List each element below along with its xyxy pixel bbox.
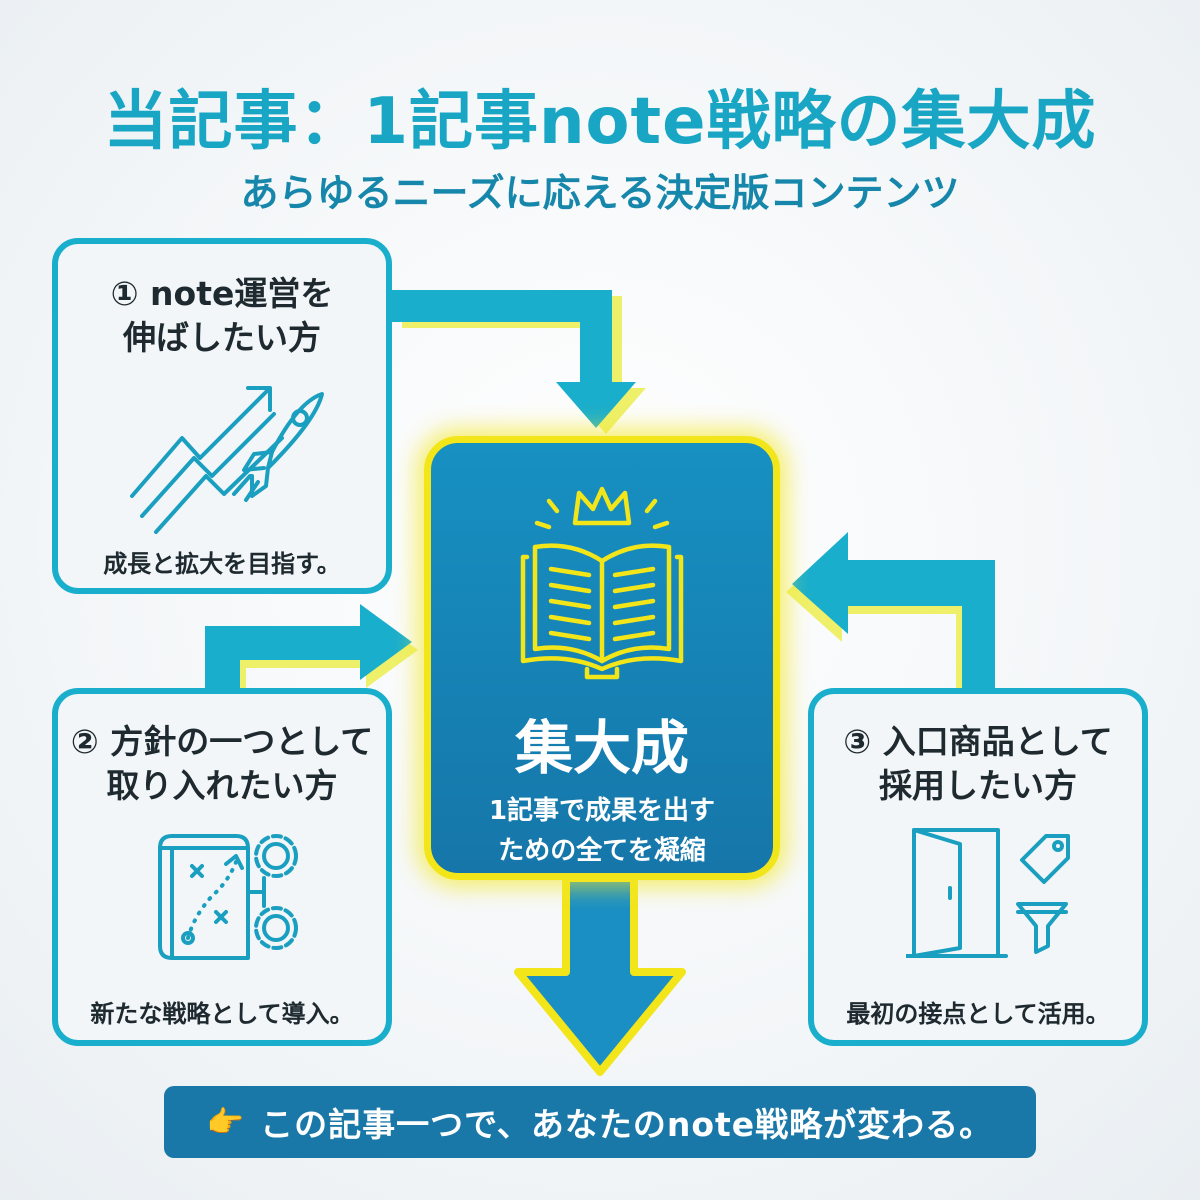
audience-card-1: ① note運営を 伸ばしたい方 成長と拡大を目指す。 [52, 238, 392, 594]
pointing-hand-icon: 👉 [206, 1104, 245, 1140]
card-description: 成長と拡大を目指す。 [103, 550, 341, 578]
card-title-line: 伸ばしたい方 [123, 318, 321, 357]
card-description: 最初の接点として活用。 [846, 1000, 1110, 1028]
summary-panel: 集大成 1記事で成果を出す ための全てを凝縮 [424, 436, 780, 880]
arrow-card3-to-center [786, 532, 995, 698]
crowned-book-icon [520, 486, 684, 680]
card-title-line: 取り入れたい方 [106, 766, 338, 805]
card-title-line: ③ 入口商品として [843, 722, 1113, 761]
door-tag-funnel-icon [906, 828, 1070, 958]
rocket-growth-icon [130, 386, 324, 534]
card-title-line: ① note運営を [110, 274, 334, 313]
audience-card-3: ③ 入口商品として 採用したい方 最初の接点として活用。 [808, 688, 1148, 1046]
audience-card-2: ② 方針の一つとして 取り入れたい方 新たな戦略として導入。 [52, 688, 392, 1046]
bottom-banner: 👉 この記事一つで、あなたのnote戦略が変わる。 [164, 1086, 1036, 1158]
page-title: 当記事：1記事note戦略の集大成 [103, 85, 1097, 159]
card-title-line: 採用したい方 [879, 766, 1077, 805]
summary-subtitle-line: ための全てを凝縮 [498, 836, 706, 866]
arrow-center-to-banner [514, 874, 686, 1076]
card-title-line: ② 方針の一つとして [70, 722, 374, 761]
summary-subtitle-line: 1記事で成果を出す [488, 796, 716, 826]
arrow-card2-to-center [205, 604, 418, 698]
card-title: ① note運営を 伸ばしたい方 [58, 272, 386, 360]
summary-title: 集大成 [514, 714, 689, 782]
summary-subtitle: 1記事で成果を出す ための全てを凝縮 [431, 791, 773, 871]
arrow-card1-to-center [392, 290, 646, 434]
banner-text: この記事一つで、あなたのnote戦略が変わる。 [260, 1105, 994, 1144]
page-subtitle: あらゆるニーズに応える決定版コンテンツ [240, 171, 960, 215]
card-title: ③ 入口商品として 採用したい方 [814, 720, 1142, 808]
card-title: ② 方針の一つとして 取り入れたい方 [58, 720, 386, 808]
strategy-gears-icon [158, 834, 298, 960]
card-description: 新たな戦略として導入。 [90, 1000, 354, 1028]
